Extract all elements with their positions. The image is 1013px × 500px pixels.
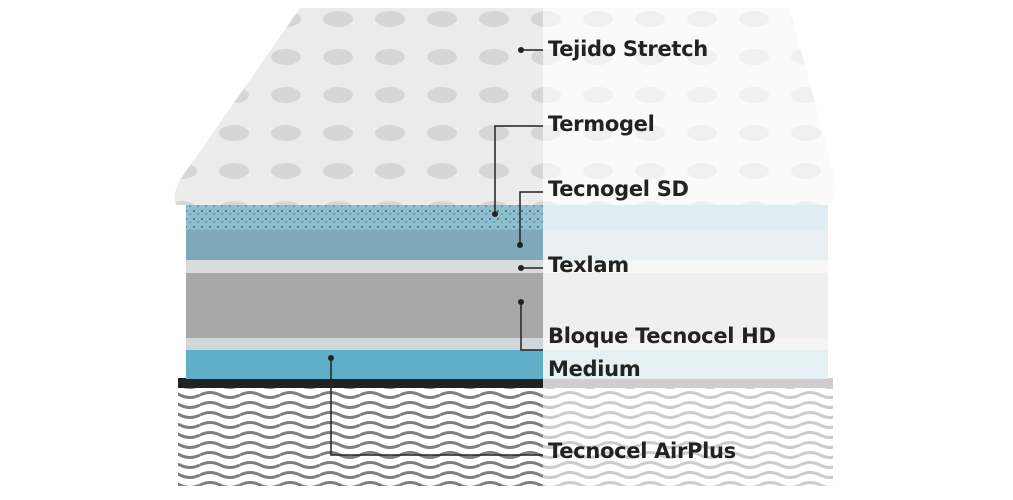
- label-tecnocel-airplus: Tecnocel AirPlus: [548, 439, 736, 463]
- layer-termogel: [186, 205, 828, 230]
- leader-lines: [330, 49, 543, 456]
- label-medium: Medium: [548, 357, 641, 381]
- layer-tecnogel: [186, 230, 828, 260]
- label-texlam: Texlam: [548, 253, 629, 277]
- label-bloque-tecnocel-hd: Bloque Tecnocel HD: [548, 324, 776, 348]
- layer-medium: [186, 338, 828, 379]
- label-termogel: Termogel: [548, 112, 655, 136]
- label-tejido-stretch: Tejido Stretch: [548, 37, 708, 61]
- leader-dots: [328, 47, 524, 361]
- layer-bloque: [186, 273, 828, 338]
- layer-texlam: [186, 260, 828, 273]
- label-tecnogel-sd: Tecnogel SD: [548, 177, 689, 201]
- layer-airplus: [178, 378, 833, 486]
- layer-tejido: [174, 8, 836, 205]
